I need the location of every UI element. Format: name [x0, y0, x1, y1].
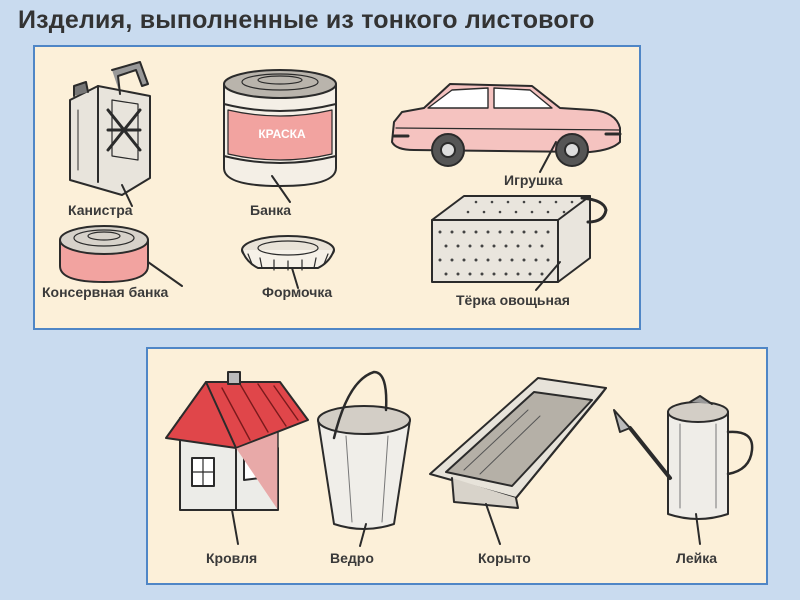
bucket-pointer: [359, 523, 367, 547]
label-toy: Игрушка: [504, 172, 563, 188]
watering-can-illustration: [613, 395, 754, 520]
tin-can-illustration: [59, 225, 149, 283]
jar-label-text: КРАСКА: [258, 127, 306, 141]
label-grater: Тёрка овощьная: [456, 292, 570, 308]
label-mold: Формочка: [262, 284, 333, 300]
label-trough: Корыто: [478, 550, 531, 566]
house-illustration: [165, 371, 309, 511]
trough-illustration: [429, 377, 607, 509]
mold-pointer: [291, 267, 299, 289]
label-watering-can: Лейка: [676, 550, 718, 566]
toy-car-illustration: [391, 83, 622, 167]
bucket-illustration: [317, 370, 411, 530]
label-bucket: Ведро: [330, 550, 374, 566]
watering-can-pointer: [695, 513, 701, 545]
canister-pointer: [121, 184, 133, 207]
label-roof: Кровля: [206, 550, 258, 566]
label-jar: Банка: [250, 202, 292, 218]
tin-can-pointer: [147, 261, 183, 287]
grater-illustration: [431, 195, 608, 283]
page-title: Изделия, выполненные из тонкого листовог…: [18, 6, 595, 34]
label-canister: Канистра: [68, 202, 133, 218]
toy-pointer: [539, 141, 557, 173]
roof-pointer: [231, 509, 239, 545]
jar-illustration: [223, 69, 337, 187]
mold-illustration: [241, 235, 335, 271]
trough-pointer: [485, 503, 501, 545]
jar-pointer: [271, 175, 291, 203]
canister-illustration: [69, 61, 151, 196]
grater-pointer: [535, 261, 561, 291]
label-tin-can: Консервная банка: [42, 284, 169, 300]
